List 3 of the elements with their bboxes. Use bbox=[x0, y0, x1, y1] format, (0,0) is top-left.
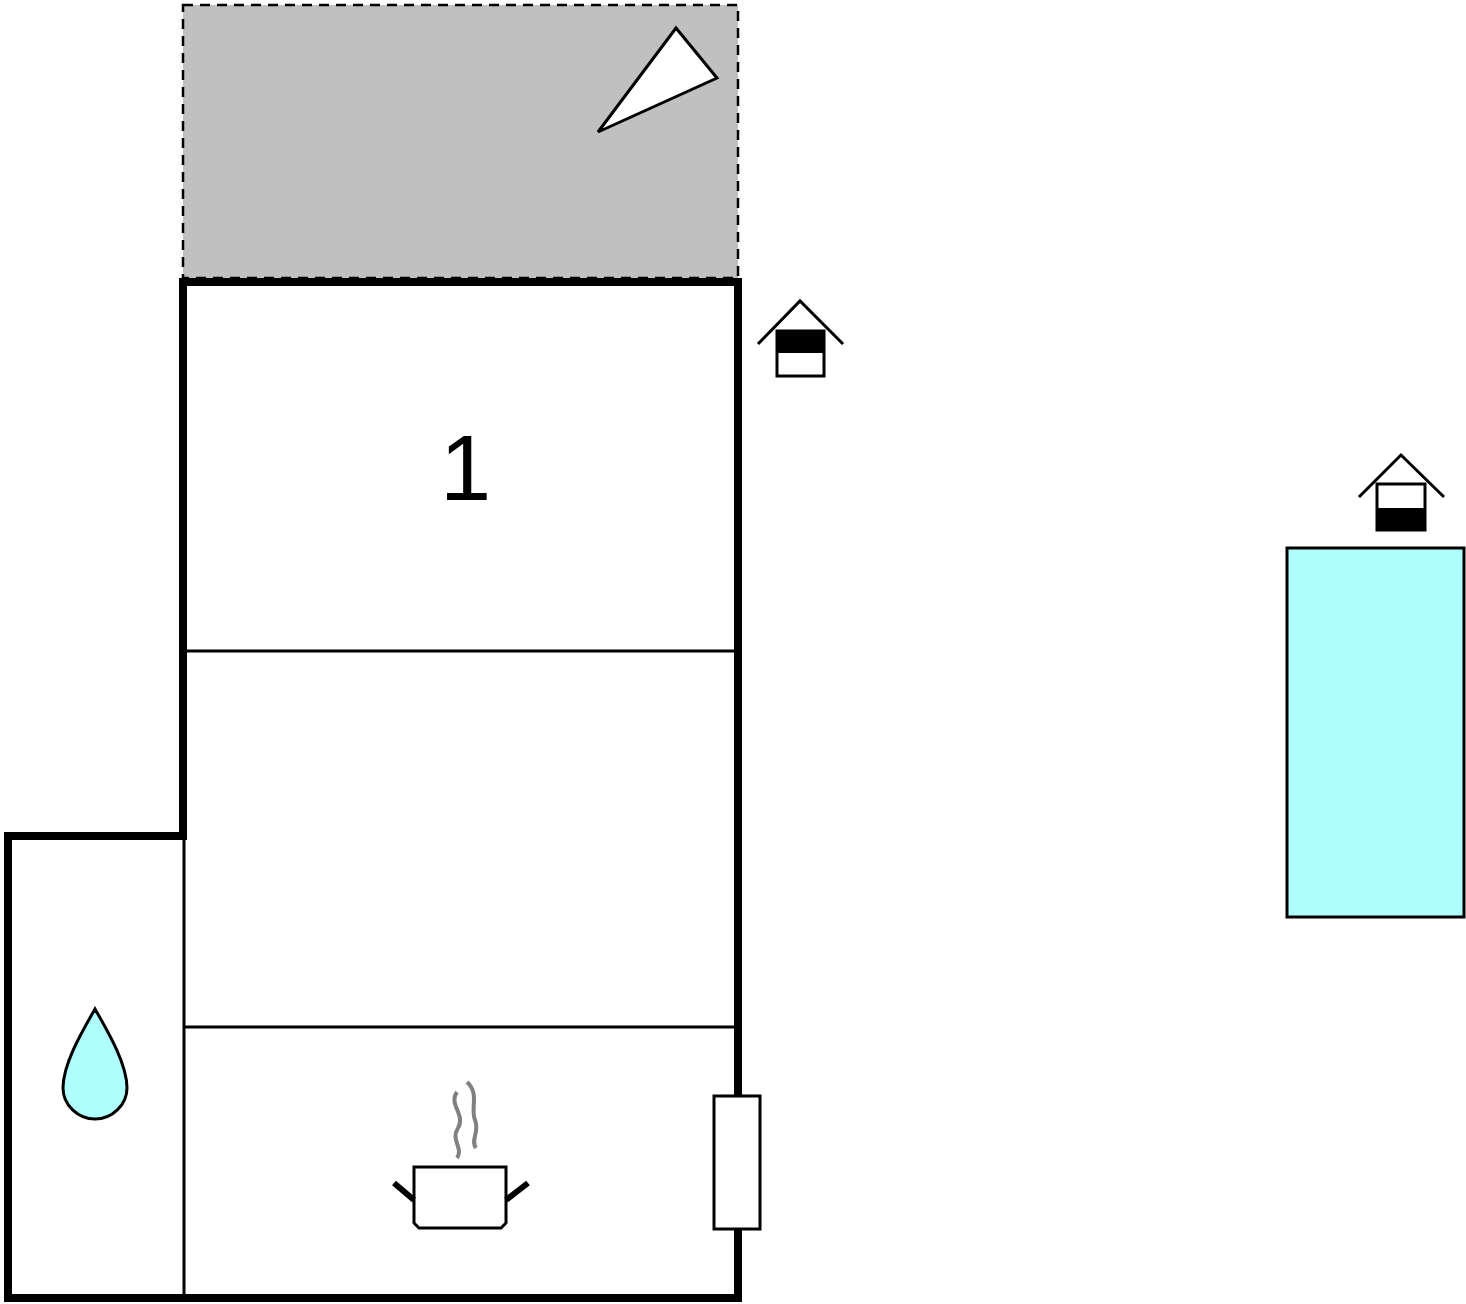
swimming-pool bbox=[1285, 546, 1466, 919]
wall-unit-symbol bbox=[712, 1094, 762, 1231]
room-number: 1 bbox=[440, 422, 492, 514]
